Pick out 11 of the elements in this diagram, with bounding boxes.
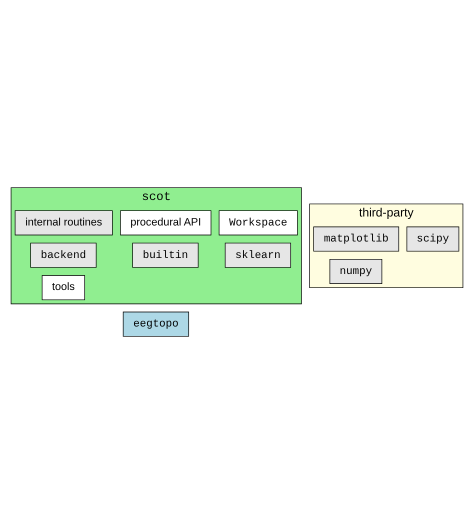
node-box: matplotlib xyxy=(313,226,400,252)
node-box: tools xyxy=(42,274,86,300)
node-box: eegtopo xyxy=(122,311,190,336)
node-box: internal routines xyxy=(14,210,113,235)
node-box: Workspace xyxy=(218,210,298,235)
node-box: scipy xyxy=(406,226,460,252)
node-box: procedural API xyxy=(120,210,212,235)
node-box: numpy xyxy=(330,258,382,284)
node-box: builtin xyxy=(132,242,198,268)
node-box: sklearn xyxy=(224,242,292,268)
node-box: backend xyxy=(30,242,96,268)
